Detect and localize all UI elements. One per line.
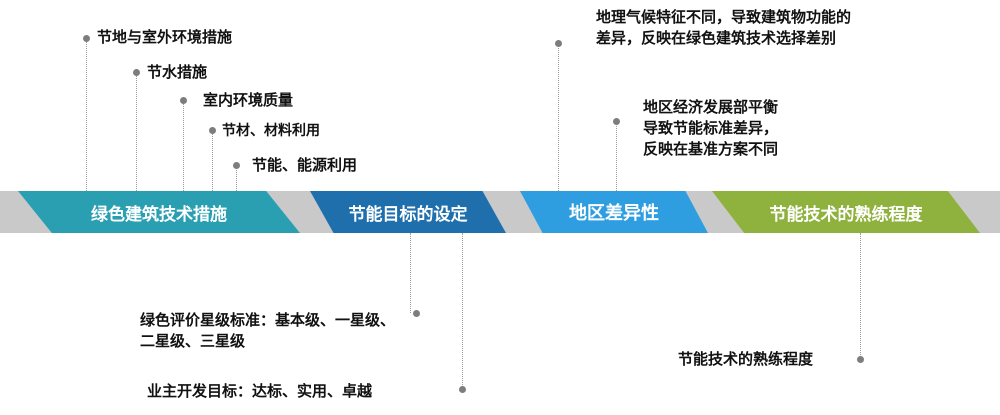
proficiency-label: 节能技术的熟练程度 bbox=[678, 350, 814, 368]
connector-line bbox=[616, 124, 617, 191]
connector-dot bbox=[413, 310, 420, 317]
connector-dot bbox=[209, 127, 216, 134]
connector-dot bbox=[133, 69, 140, 76]
connector-dot bbox=[555, 40, 562, 47]
segment-green-building-measures: 绿色建筑技术措施 bbox=[18, 191, 300, 233]
segment-regional-differences: 地区差异性 bbox=[520, 191, 708, 233]
connector-line bbox=[236, 168, 237, 191]
segment-energy-targets: 节能目标的设定 bbox=[310, 191, 506, 233]
connector-line bbox=[462, 233, 463, 391]
connector-dot bbox=[459, 386, 466, 393]
measure-materials: 节材、材料利用 bbox=[222, 123, 320, 139]
connector-dot bbox=[233, 162, 240, 169]
connector-dot bbox=[83, 35, 90, 42]
connector-dot bbox=[180, 97, 187, 104]
connector-line bbox=[183, 104, 184, 191]
connector-dot bbox=[613, 118, 620, 125]
connector-line bbox=[410, 233, 411, 313]
target-owner-goal: 业主开发目标：达标、实用、卓越 bbox=[147, 382, 373, 400]
segment-label: 节能技术的熟练程度 bbox=[769, 204, 923, 225]
connector-line bbox=[558, 48, 559, 191]
regional-climate-note: 地理气候特征不同，导致建筑物功能的差异，反映在绿色建筑技术选择差别 bbox=[596, 8, 852, 47]
measure-energy: 节能、能源利用 bbox=[252, 156, 358, 174]
measure-indoor-environment: 室内环境质量 bbox=[203, 91, 294, 109]
target-rating-standard: 绿色评价星级标准：基本级、一星级、二星级、三星级 bbox=[140, 311, 396, 350]
segment-label: 节能目标的设定 bbox=[348, 204, 468, 225]
regional-economy-line: 地区经济发展部平衡 bbox=[643, 98, 779, 116]
connector-line bbox=[86, 40, 87, 191]
segment-label: 绿色建筑技术措施 bbox=[91, 204, 227, 225]
regional-economy-line: 导致节能标准差异， bbox=[643, 119, 779, 137]
segment-technology-proficiency: 节能技术的熟练程度 bbox=[712, 191, 980, 233]
connector-line bbox=[212, 134, 213, 191]
segment-label: 地区差异性 bbox=[569, 203, 659, 224]
connector-line bbox=[860, 233, 861, 355]
measure-land-outdoor: 节地与室外环境措施 bbox=[97, 28, 233, 46]
measure-water: 节水措施 bbox=[147, 63, 208, 81]
connector-dot bbox=[857, 356, 864, 363]
regional-economy-line: 反映在基准方案不同 bbox=[643, 140, 779, 158]
regional-economy-note: 地区经济发展部平衡 导致节能标准差异， 反映在基准方案不同 bbox=[643, 97, 778, 160]
connector-line bbox=[136, 76, 137, 191]
